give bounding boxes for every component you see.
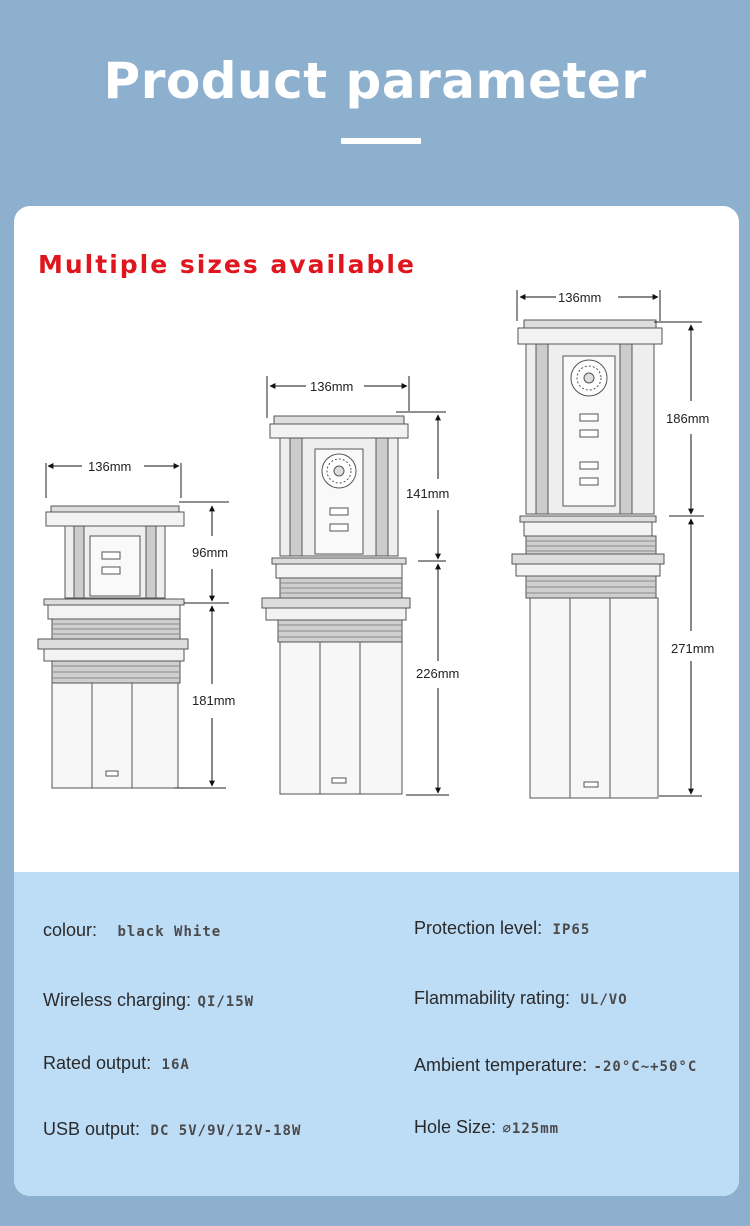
medium-bottom-height-label: 226mm: [416, 666, 459, 681]
size-diagram: 136mm 96mm 181mm: [37, 290, 714, 799]
spec-panel: colour: black White Protection level: IP…: [14, 872, 739, 1196]
usb-port-icon: [579, 461, 599, 470]
usb-port-icon: [101, 566, 121, 575]
spec-flammability: Flammability rating: UL/VO: [414, 988, 628, 1009]
large-bottom-height-label: 271mm: [671, 641, 714, 656]
spec-wireless-label: Wireless charging:: [43, 990, 192, 1010]
spec-flammability-label: Flammability rating:: [414, 988, 571, 1008]
page-title: Product parameter: [103, 52, 647, 110]
small-width-label: 136mm: [88, 459, 131, 474]
spec-hole-size-label: Hole Size:: [414, 1117, 497, 1137]
spec-colour: colour: black White: [43, 920, 221, 941]
spec-protection: Protection level: IP65: [414, 918, 590, 939]
spec-rated-output: Rated output: 16A: [43, 1053, 190, 1074]
medium-socket-drawing: [261, 415, 411, 795]
spec-usb-output-value: DC 5V/9V/12V-18W: [150, 1123, 302, 1139]
title-underline: [341, 138, 421, 144]
small-socket-drawing: [37, 505, 189, 789]
spec-usb-output-label: USB output:: [43, 1119, 141, 1139]
medium-top-height-label: 141mm: [406, 486, 449, 501]
large-width-label: 136mm: [558, 290, 601, 305]
spec-ambient-temperature-value: -20°C~+50°C: [593, 1059, 698, 1075]
large-top-height-label: 186mm: [666, 411, 709, 426]
spec-rated-output-label: Rated output:: [43, 1053, 152, 1073]
usb-port-icon: [579, 477, 599, 486]
medium-width-label: 136mm: [310, 379, 353, 394]
usb-port-icon: [101, 551, 121, 560]
spec-wireless-value: QI/15W: [197, 994, 255, 1010]
spec-colour-value: black White: [117, 924, 222, 940]
spec-colour-label: colour:: [43, 920, 98, 940]
spec-ambient-temperature: Ambient temperature: -20°C~+50°C: [414, 1055, 697, 1076]
usb-port-icon: [579, 429, 599, 438]
spec-protection-label: Protection level:: [414, 918, 543, 938]
usb-port-icon: [329, 507, 349, 516]
spec-ambient-temperature-label: Ambient temperature:: [414, 1055, 588, 1075]
sizes-subtitle: Multiple sizes available: [38, 250, 416, 279]
small-bottom-height-label: 181mm: [192, 693, 235, 708]
usb-port-icon: [579, 413, 599, 422]
spec-hole-size: Hole Size: ⌀125mm: [414, 1117, 559, 1138]
small-top-height-label: 96mm: [192, 545, 228, 560]
spec-usb-output: USB output: DC 5V/9V/12V-18W: [43, 1119, 301, 1140]
spec-rated-output-value: 16A: [161, 1057, 190, 1073]
large-socket-drawing: [511, 319, 665, 799]
spec-flammability-value: UL/VO: [580, 992, 628, 1008]
spec-protection-value: IP65: [552, 922, 591, 938]
usb-port-icon: [329, 523, 349, 532]
spec-wireless: Wireless charging: QI/15W: [43, 990, 254, 1011]
product-card: Multiple sizes available: [14, 206, 739, 1196]
spec-hole-size-value: ⌀125mm: [502, 1121, 560, 1137]
